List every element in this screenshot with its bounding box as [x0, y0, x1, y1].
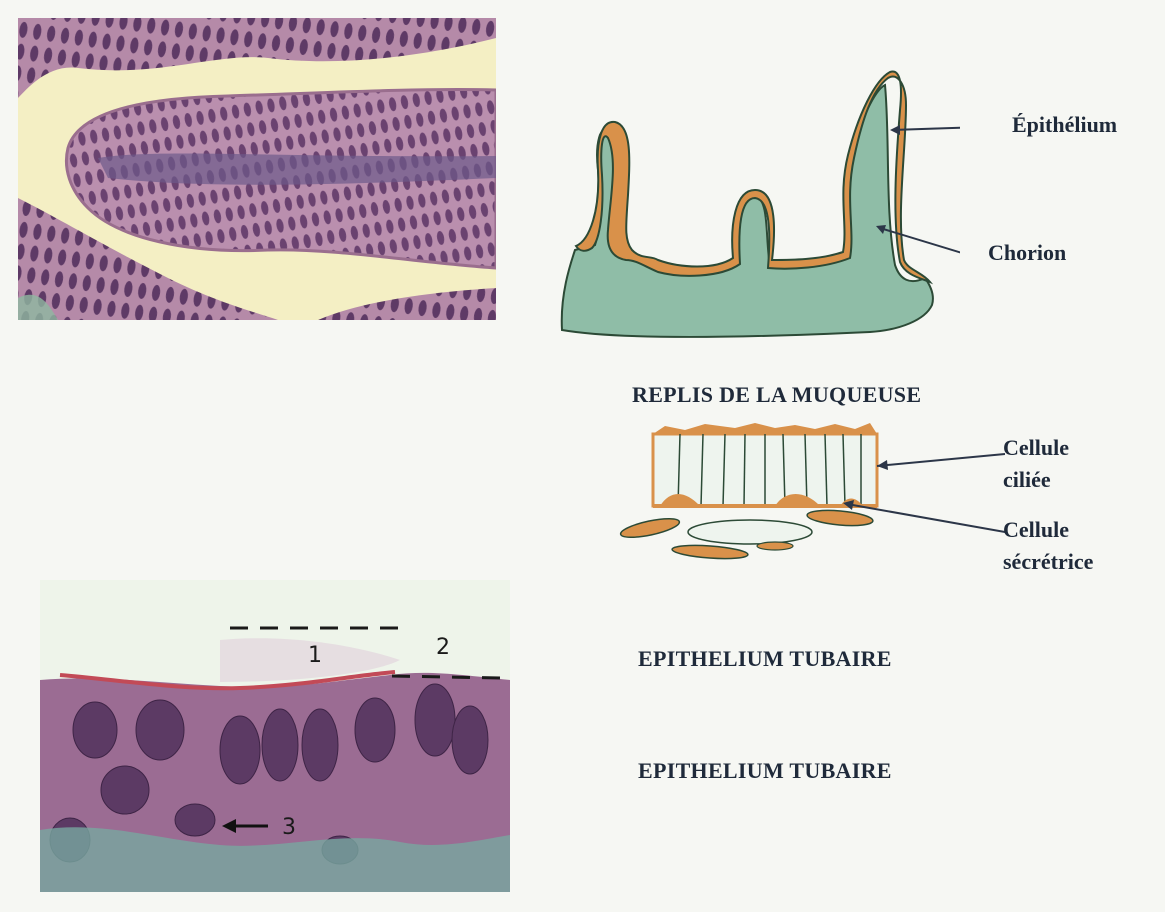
- title-micrograph: EPITHELIUM TUBAIRE: [638, 758, 892, 783]
- marker-2: 2: [436, 635, 450, 660]
- label-chorion: Chorion: [988, 240, 1067, 265]
- arrow-marker-3: [222, 819, 236, 833]
- title-fold-diagram: REPLIS DE LA MUQUEUSE: [632, 382, 922, 407]
- label-epithelium: Épithélium: [1012, 112, 1118, 137]
- marker-3: 3: [282, 815, 296, 840]
- label-secretory-cell: Cellule sécrétrice: [1003, 517, 1094, 575]
- micrograph-tubal-epithelium: 1 2 3: [40, 580, 510, 892]
- title-cell-diagram: EPITHELIUM TUBAIRE: [638, 646, 892, 671]
- marker-line-2: [391, 674, 501, 680]
- label-ciliated-cell: Cellule ciliée: [1003, 435, 1069, 493]
- marker-1: 1: [308, 643, 322, 668]
- micrograph-mucosal-folds: [18, 18, 496, 320]
- epithelium-band: [574, 70, 934, 285]
- cell-diagram: [619, 423, 1005, 560]
- fold-diagram: [560, 70, 960, 338]
